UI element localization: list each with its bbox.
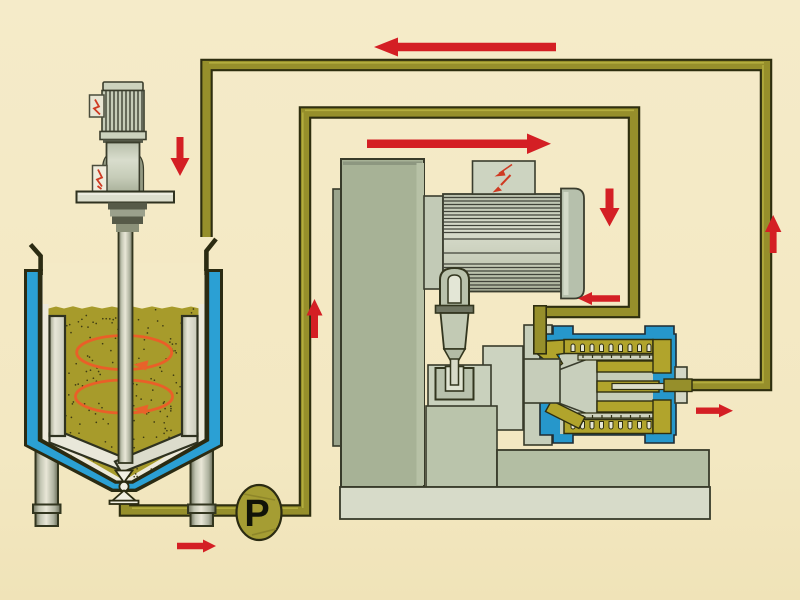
svg-text:P: P <box>244 493 269 535</box>
